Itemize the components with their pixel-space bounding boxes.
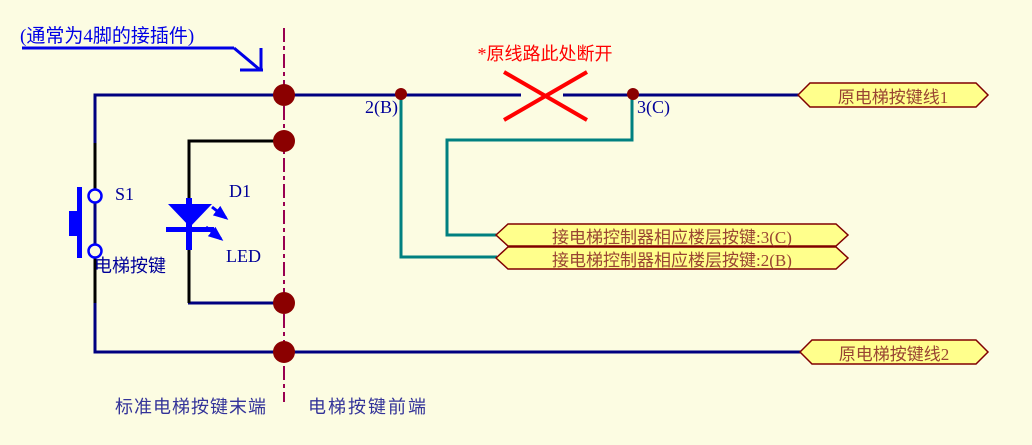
port-label-line2: 原电梯按键线2 — [838, 344, 950, 364]
port-banners — [494, 82, 990, 365]
led-cathode-bar — [166, 227, 214, 232]
switch-label: 电梯按键 — [94, 256, 166, 276]
connector-dot-1 — [273, 84, 295, 106]
junction-dot-3c — [627, 88, 639, 100]
pushbutton-symbol — [69, 187, 103, 259]
led-arrow-2 — [205, 225, 224, 241]
led-designator: D1 — [229, 181, 251, 201]
connector-dot-4 — [273, 341, 295, 363]
connector-note: (通常为4脚的接插件) — [20, 26, 195, 47]
led-triangle — [168, 204, 212, 227]
led-arrow-1 — [211, 205, 229, 220]
port-shape-3c — [494, 223, 850, 247]
switch-contact-bottom — [87, 243, 103, 259]
new-route-wires — [399, 96, 634, 259]
break-note: *原线路此处断开 — [477, 44, 613, 64]
junction-dots — [273, 84, 639, 363]
led-emission-arrows — [205, 205, 229, 241]
note-arrow-icon — [22, 46, 263, 72]
pin-led-top — [187, 139, 284, 200]
wire-2b-to-port — [399, 96, 497, 259]
port-label-controller-3c: 接电梯控制器相应楼层按键:3(C) — [552, 227, 792, 247]
break-x-icon — [502, 70, 589, 122]
switch-contact-top — [87, 188, 103, 204]
pin-wires — [93, 139, 284, 303]
wire-3c-to-port — [445, 96, 634, 237]
connector-dot-3 — [273, 292, 295, 314]
break-x-stroke-2 — [502, 70, 589, 122]
main-wires — [93, 93, 801, 354]
port-shape-line1 — [796, 82, 990, 108]
wire-main-loop — [93, 93, 801, 354]
port-shape-2b — [494, 246, 850, 270]
switch-designator: S1 — [115, 184, 135, 204]
port-label-line1: 原电梯按键线1 — [837, 87, 949, 107]
section-label-right: 电梯按键前端 — [308, 397, 428, 417]
switch-cap — [69, 211, 77, 236]
junction-dot-2b — [395, 88, 407, 100]
switch-bridge-bar — [77, 187, 82, 258]
pin-label-2b: 2(B) — [365, 97, 398, 117]
port-label-controller-2b: 接电梯控制器相应楼层按键:2(B) — [552, 250, 792, 270]
led-symbol — [166, 198, 229, 250]
connector-dot-2 — [273, 130, 295, 152]
led-label: LED — [226, 246, 261, 266]
pin-label-3c: 3(C) — [637, 97, 670, 117]
note-arrow-shaft — [233, 46, 260, 71]
port-shape-line2 — [798, 339, 990, 365]
section-label-left: 标准电梯按键末端 — [115, 397, 267, 417]
